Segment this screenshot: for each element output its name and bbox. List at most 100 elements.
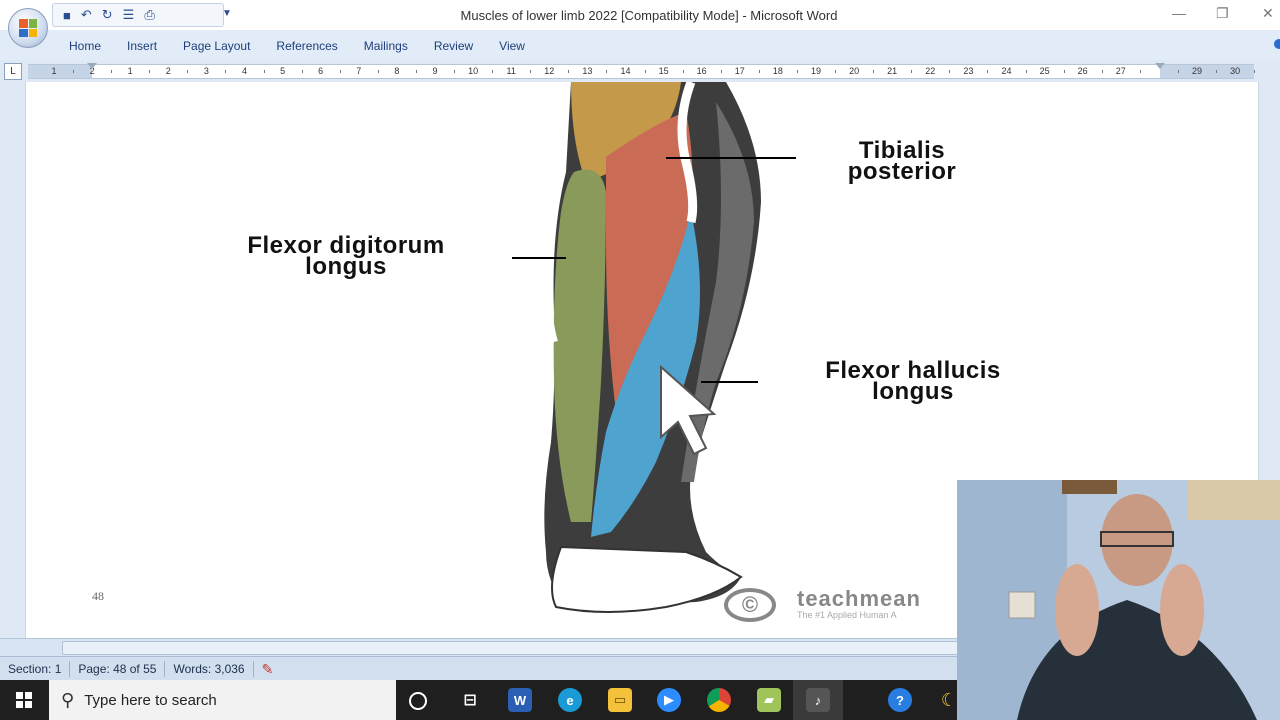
zoom-icon[interactable]: ▶	[657, 688, 681, 712]
proofing-icon[interactable]: ✎	[261, 660, 274, 677]
undo-icon[interactable]: ↶	[80, 7, 92, 22]
ruler-number: 27	[1115, 66, 1126, 76]
ruler-tick	[606, 70, 608, 73]
word-icon[interactable]: W	[508, 688, 532, 712]
ruler-number: 15	[658, 66, 669, 76]
cortana-icon[interactable]	[409, 692, 427, 710]
media-icon[interactable]: ♪	[806, 688, 830, 712]
ruler-tick	[949, 70, 951, 73]
status-page[interactable]: Page: 48 of 55	[70, 661, 166, 677]
ruler-number: 30	[1230, 66, 1241, 76]
notes-icon[interactable]: ▰	[757, 688, 781, 712]
office-button[interactable]	[8, 8, 48, 48]
ruler-number: 5	[280, 66, 286, 76]
right-margin-area	[1160, 65, 1254, 78]
tab-view[interactable]: View	[499, 39, 525, 53]
ruler-number: 9	[432, 66, 438, 76]
watermark-tagline: The #1 Applied Human A	[797, 610, 897, 620]
edge-icon[interactable]: e	[558, 688, 582, 712]
status-section[interactable]: Section: 1	[0, 661, 71, 677]
ruler-number: 29	[1191, 66, 1203, 76]
ribbon: Home Insert Page Layout References Maili…	[0, 30, 1280, 61]
ruler-tick	[644, 70, 646, 73]
customize-icon[interactable]: ▼	[222, 8, 232, 19]
right-indent-marker[interactable]	[1155, 63, 1165, 69]
window-title: Muscles of lower limb 2022 [Compatibilit…	[460, 8, 838, 23]
ruler-number: 12	[544, 66, 555, 76]
ruler-number: 18	[772, 66, 783, 76]
quick-access-toolbar: ■ ↶ ↻ ☰ ⎙	[52, 3, 224, 27]
tab-selector[interactable]: L	[4, 63, 22, 80]
weather-icon[interactable]: ☾	[940, 689, 958, 710]
ruler-number: 11	[506, 66, 516, 76]
save-icon[interactable]: ■	[63, 7, 71, 23]
leg-muscle-illustration	[512, 82, 796, 613]
windows-logo-icon	[16, 692, 32, 708]
chrome-icon[interactable]	[707, 688, 731, 712]
ruler-number: 22	[925, 66, 936, 76]
ruler-tick	[1025, 70, 1027, 73]
ruler-tick	[530, 70, 532, 73]
ruler-tick	[1216, 70, 1218, 73]
ruler-number: 7	[356, 66, 362, 76]
tab-references[interactable]: References	[276, 39, 338, 53]
taskbar-search[interactable]: ⚲ Type here to search	[49, 680, 396, 720]
ruler-number: 6	[318, 66, 324, 76]
help-icon[interactable]	[1274, 39, 1280, 49]
ruler-tick	[415, 70, 417, 73]
file-explorer-icon[interactable]: ▭	[608, 688, 632, 712]
ruler-tick	[911, 70, 913, 73]
tab-review[interactable]: Review	[433, 39, 474, 53]
ruler-number: 25	[1039, 66, 1050, 76]
restore-button[interactable]: ❐	[1216, 5, 1229, 21]
search-placeholder: Type here to search	[84, 691, 217, 709]
webcam-overlay	[957, 480, 1280, 720]
ruler-tick	[568, 70, 570, 73]
tab-mailings[interactable]: Mailings	[363, 39, 408, 53]
watermark-brand: teachmean	[797, 586, 921, 611]
document-page[interactable]: Tibialis posterior Flexor digitorum long…	[25, 82, 1259, 638]
ruler-tick	[758, 70, 760, 73]
print-preview-icon[interactable]: ⎙	[144, 7, 155, 22]
ruler-tick	[1063, 70, 1065, 73]
ruler-tick	[454, 70, 456, 73]
ruler-tick	[1254, 70, 1256, 73]
ruler-tick	[187, 70, 189, 73]
tab-insert[interactable]: Insert	[127, 39, 158, 53]
mouse-cursor-icon	[660, 364, 717, 456]
minimize-button[interactable]: —	[1172, 5, 1186, 21]
tab-home[interactable]: Home	[69, 39, 102, 53]
ribbon-tabs: Home Insert Page Layout References Maili…	[69, 39, 551, 53]
task-view-icon[interactable]: ⊟	[463, 692, 477, 709]
ruler-tick	[149, 70, 151, 73]
copyright-icon: ©	[724, 588, 776, 622]
ruler-tick	[1139, 70, 1141, 73]
start-button[interactable]	[0, 680, 48, 720]
ruler-number: 21	[887, 66, 898, 76]
tibialis-posterior-shape	[606, 112, 693, 412]
ruler-number: 13	[582, 66, 593, 76]
status-words[interactable]: Words: 3,036	[165, 661, 254, 677]
ruler-tick	[1101, 70, 1103, 73]
tab-page-layout[interactable]: Page Layout	[183, 39, 251, 53]
ruler-tick	[111, 70, 113, 73]
ruler-tick	[796, 70, 798, 73]
left-indent-marker[interactable]	[87, 63, 97, 69]
left-margin-area	[28, 65, 92, 78]
help-app-icon[interactable]: ?	[888, 688, 912, 712]
ruler-number: 20	[849, 66, 860, 76]
label-tibialis-posterior: Tibialis posterior	[847, 137, 957, 185]
ruler-tick	[263, 70, 265, 73]
ruler-tick	[301, 70, 303, 73]
bullets-icon[interactable]: ☰	[122, 7, 135, 22]
ruler-tick	[73, 70, 75, 73]
ruler-number: 17	[734, 66, 745, 76]
flexor-hallucis-shape	[591, 212, 700, 537]
label-flexor-hallucis-longus: Flexor hallucis longus	[825, 357, 1001, 405]
page-number: 48	[92, 589, 104, 603]
redo-icon[interactable]: ↻	[101, 7, 113, 22]
ruler-number: 24	[1001, 66, 1012, 76]
close-button[interactable]: ✕	[1262, 5, 1274, 21]
tendon-shape	[571, 82, 681, 182]
